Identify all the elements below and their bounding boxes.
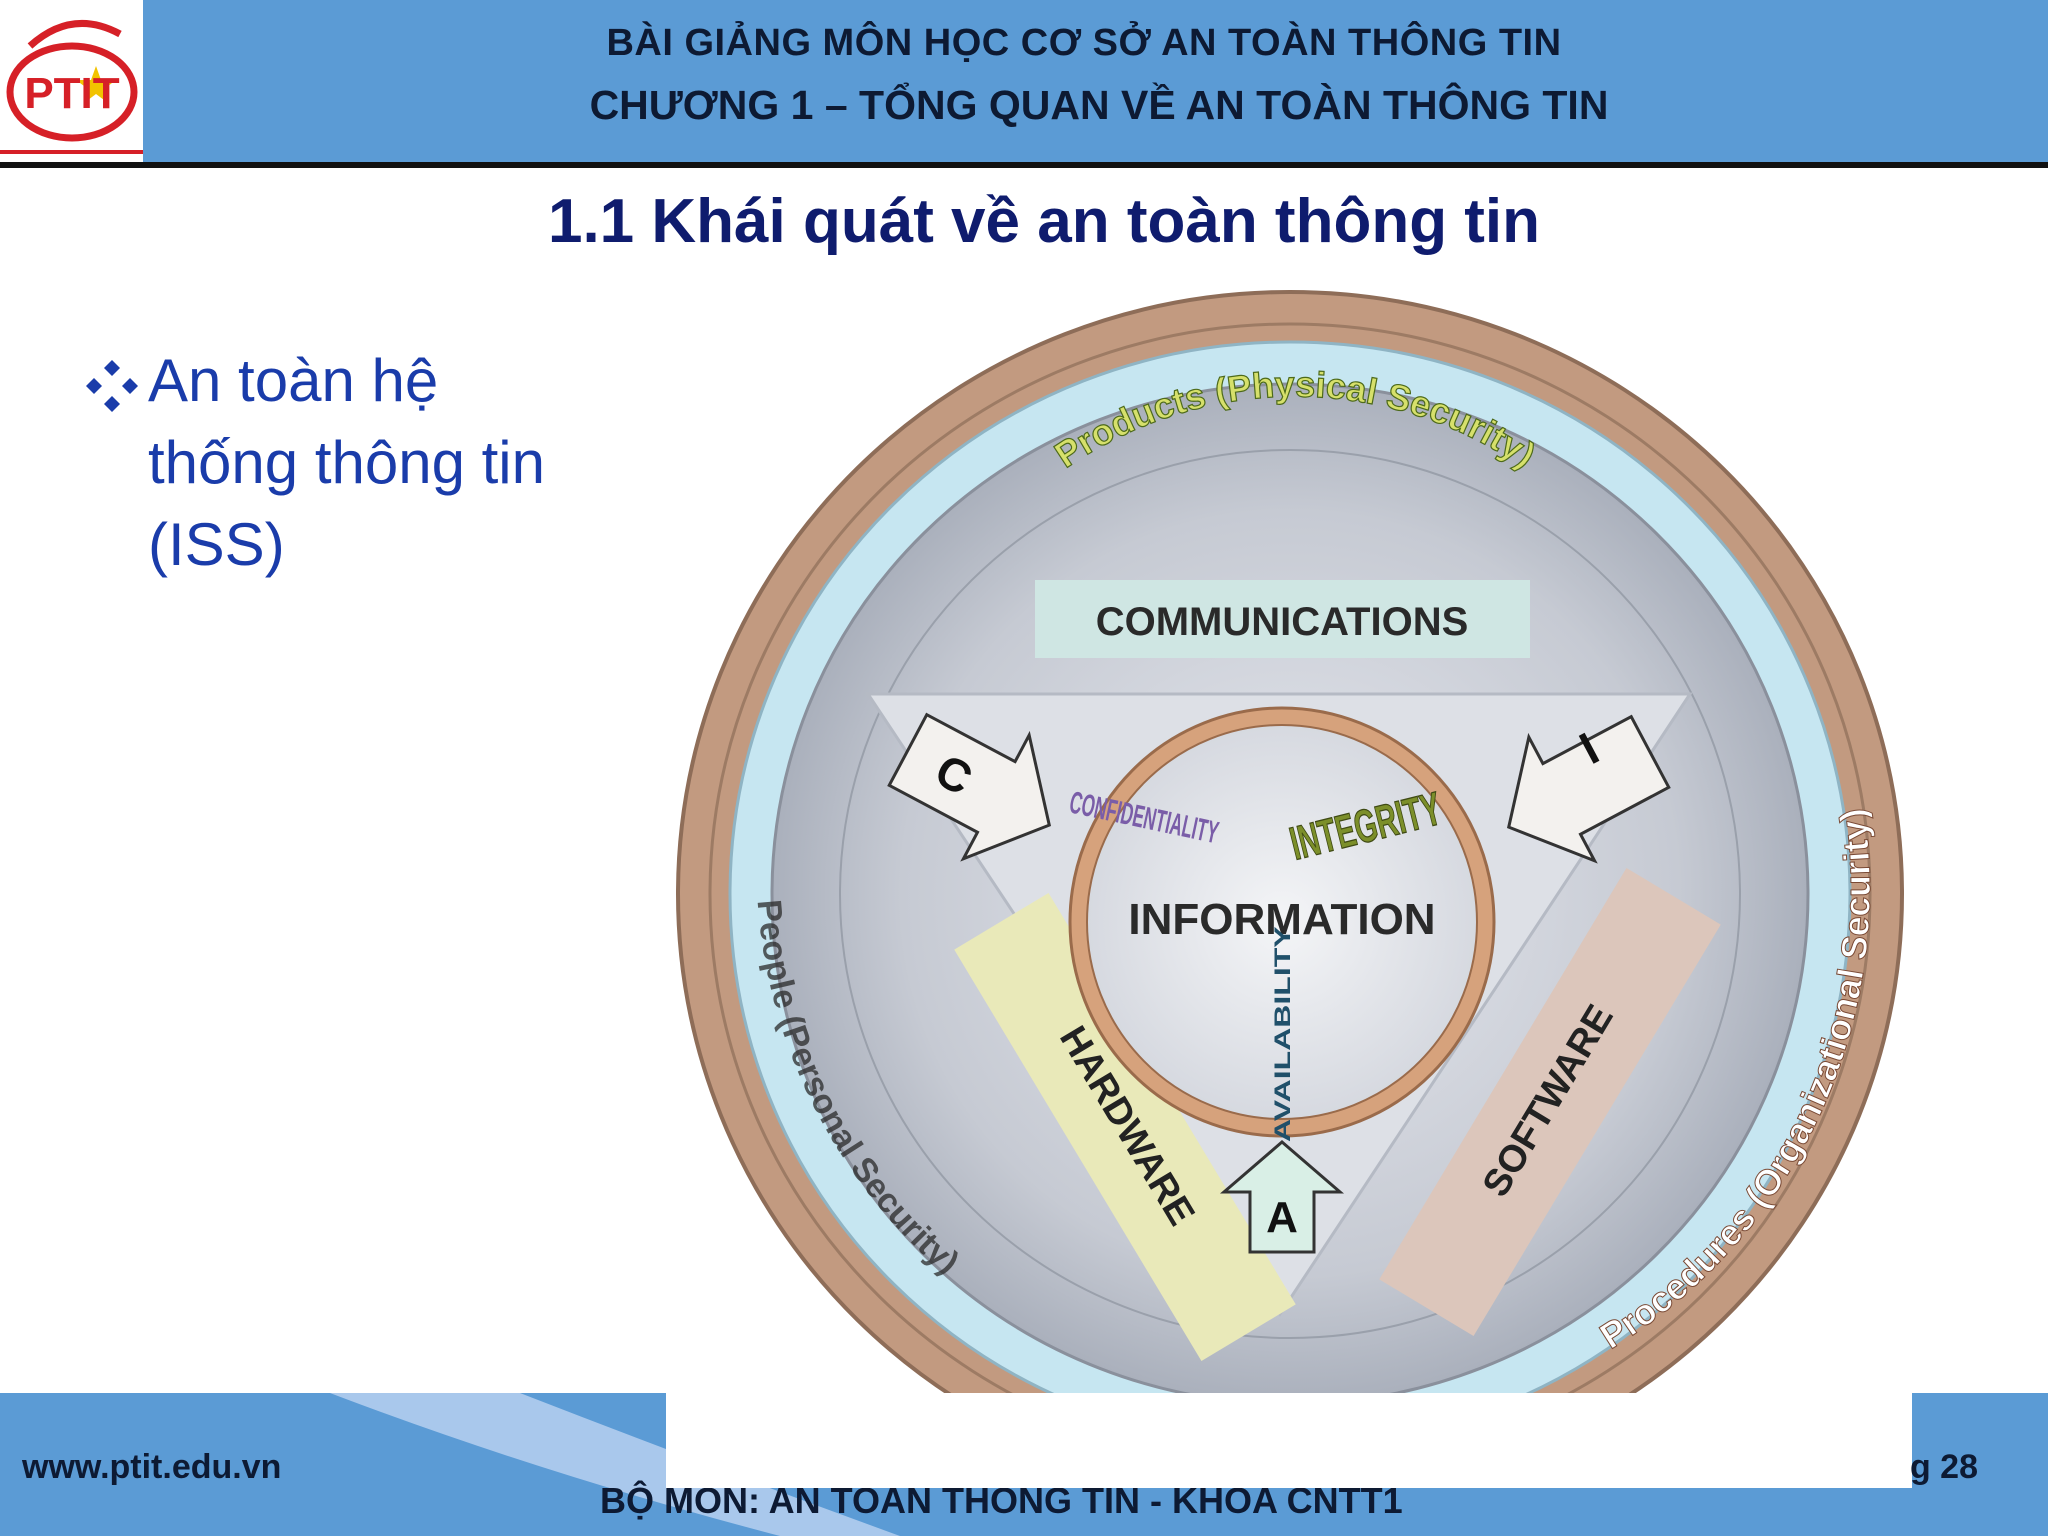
software-bar	[1379, 867, 1721, 1337]
availability-label: AVAILABILITY	[1270, 926, 1295, 1142]
slide-title: 1.1 Khái quát về an toàn thông tin	[547, 187, 1541, 256]
bullet-item: An toàn hệ thống thông tin (ISS)	[76, 340, 556, 586]
ptit-logo-icon: PTIT	[0, 20, 143, 154]
svg-text:A: A	[1266, 1193, 1298, 1242]
ptit-logo: PTIT	[0, 0, 143, 162]
arrow-a: A	[1219, 1140, 1345, 1254]
information-label: INFORMATION	[1128, 895, 1435, 944]
chapter-title: CHƯƠNG 1 – TỔNG QUAN VỀ AN TOÀN THÔNG TI…	[589, 82, 1609, 128]
iss-diagram: COMMUNICATIONS HARDWARE SOFTWARE INFORMA…	[676, 290, 1904, 1498]
hardware-bar	[954, 892, 1296, 1362]
diamond-bullet-icon	[86, 360, 138, 412]
diagram-bottom-overlay	[666, 1393, 1912, 1488]
communications-box	[1035, 580, 1530, 658]
communications-label: COMMUNICATIONS	[1096, 600, 1469, 644]
page-number: g 28	[1909, 1448, 1978, 1486]
footer-url[interactable]: www.ptit.edu.vn	[22, 1448, 282, 1486]
arrow-c: C	[887, 712, 1052, 862]
course-title: BÀI GIẢNG MÔN HỌC CƠ SỞ AN TOÀN THÔNG TI…	[606, 22, 1562, 64]
header-bar	[0, 0, 2048, 162]
bullet-text: An toàn hệ thống thông tin (ISS)	[148, 347, 546, 578]
svg-text:PTIT: PTIT	[24, 69, 119, 118]
header-divider	[0, 162, 2048, 168]
